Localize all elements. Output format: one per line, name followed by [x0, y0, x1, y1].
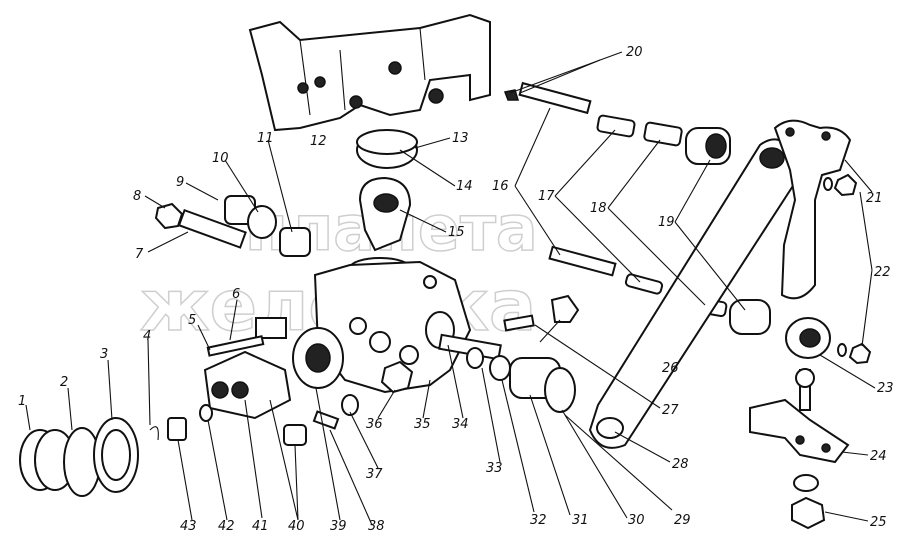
- part-35-shaft: [425, 311, 502, 361]
- label-38: 38: [368, 519, 385, 534]
- label-30: 30: [628, 513, 645, 528]
- label-41: 41: [252, 519, 269, 534]
- label-32: 32: [530, 513, 547, 528]
- part-1-cap: [19, 417, 139, 497]
- label-26: 26: [662, 361, 679, 376]
- label-24: 24: [870, 449, 887, 464]
- label-20: 20: [626, 45, 643, 60]
- part-13-cap: [356, 129, 418, 169]
- label-6: 6: [232, 287, 240, 302]
- label-25: 25: [870, 515, 887, 530]
- label-4: 4: [143, 329, 151, 344]
- part-26-fitting: [503, 294, 580, 332]
- part-25-nut: [791, 474, 826, 530]
- label-27: 27: [662, 403, 679, 418]
- label-16: 16: [492, 179, 509, 194]
- label-28: 28: [672, 457, 689, 472]
- part-31-spool: [466, 347, 576, 413]
- label-11: 11: [257, 131, 274, 146]
- label-37: 37: [366, 467, 383, 482]
- part-24-plate: [749, 398, 850, 464]
- part-12-bracket: [248, 13, 491, 132]
- label-5: 5: [188, 313, 196, 328]
- label-36: 36: [366, 417, 383, 432]
- part-22-nut: [823, 173, 872, 365]
- part-21-lever: [773, 119, 852, 300]
- label-10: 10: [212, 151, 229, 166]
- label-13: 13: [452, 131, 469, 146]
- label-29: 29: [674, 513, 691, 528]
- label-21: 21: [866, 191, 883, 206]
- label-17: 17: [538, 189, 555, 204]
- label-22: 22: [874, 265, 891, 280]
- label-40: 40: [288, 519, 305, 534]
- label-42: 42: [218, 519, 235, 534]
- label-19: 19: [658, 215, 675, 230]
- part-labels: 1 2 3 4 5 6 7 8 9 10 11 12 13 14 15 16 1…: [18, 45, 894, 534]
- part-9-sleeve: [224, 195, 311, 257]
- label-34: 34: [452, 417, 469, 432]
- part-43-spring: [149, 404, 213, 441]
- part-38-plug: [283, 394, 359, 446]
- label-39: 39: [330, 519, 347, 534]
- label-9: 9: [176, 175, 184, 190]
- label-8: 8: [133, 189, 141, 204]
- label-31: 31: [572, 513, 589, 528]
- label-7: 7: [135, 247, 144, 262]
- part-19-bushing: [685, 127, 771, 335]
- part-39-drum: [292, 327, 344, 389]
- leader-lines: [25, 51, 876, 526]
- label-23: 23: [877, 381, 894, 396]
- label-15: 15: [448, 225, 465, 240]
- label-43: 43: [180, 519, 197, 534]
- label-18: 18: [590, 201, 607, 216]
- label-2: 2: [60, 375, 68, 390]
- label-1: 1: [18, 394, 26, 409]
- label-3: 3: [100, 347, 108, 362]
- part-7-bolt: [154, 202, 247, 249]
- label-14: 14: [456, 179, 473, 194]
- label-35: 35: [414, 417, 431, 432]
- part-36-nut: [380, 360, 414, 394]
- label-33: 33: [486, 461, 503, 476]
- label-12: 12: [310, 134, 327, 149]
- part-6-pin: [206, 335, 265, 357]
- part-23-balljoint: [785, 317, 831, 411]
